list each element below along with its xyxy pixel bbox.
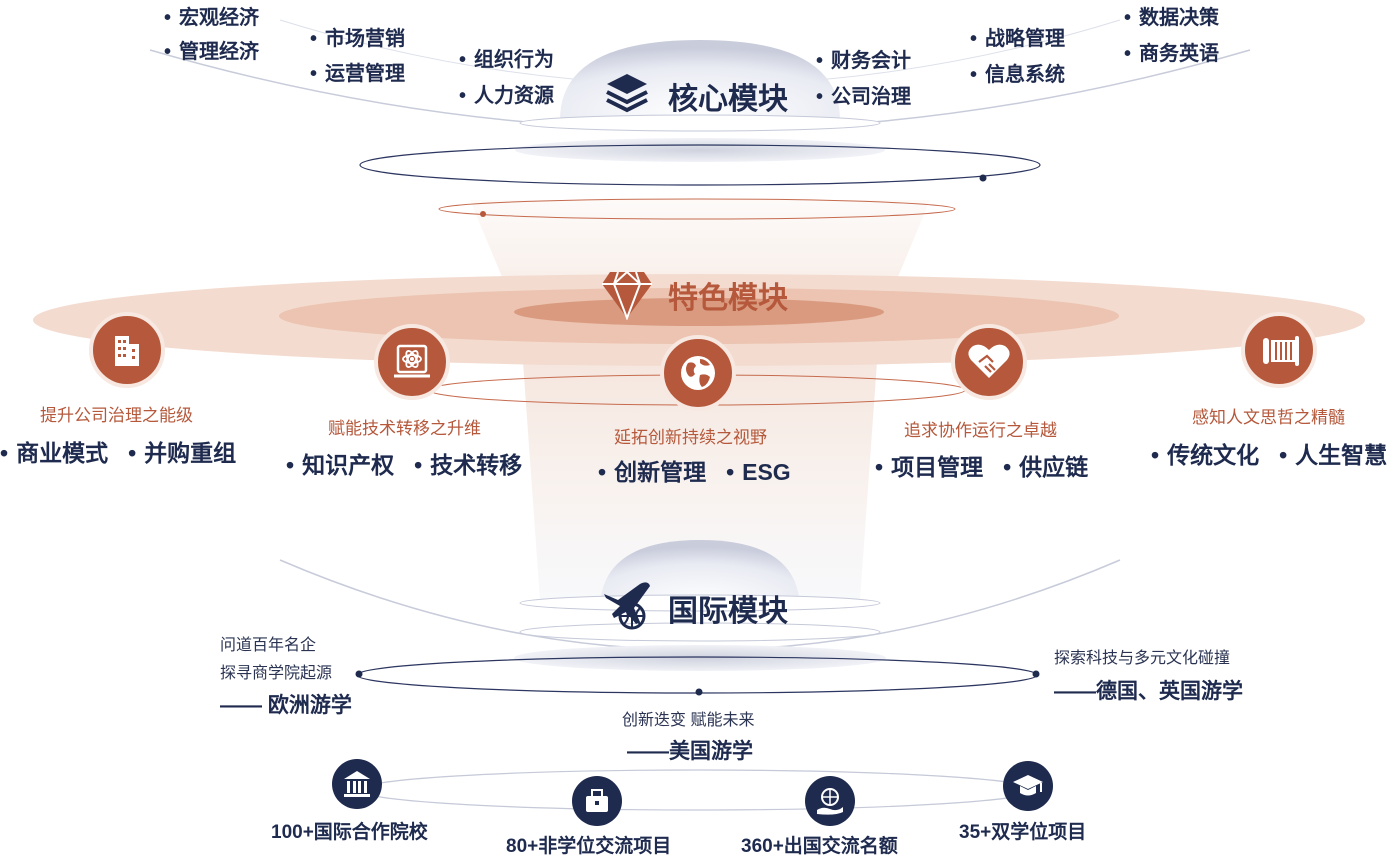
feature-item: 人生智慧: [1279, 442, 1387, 468]
feature-item: ESG: [726, 459, 791, 485]
feature-item: 并购重组: [128, 440, 236, 466]
hand-globe-icon: [805, 776, 855, 826]
plane-globe-icon: [600, 578, 656, 632]
feature-item: 供应链: [1003, 454, 1088, 480]
graduation-cap-icon: [1003, 761, 1053, 811]
europe-label: —— 欧洲游学: [220, 694, 352, 717]
gem-icon: [600, 268, 654, 321]
core-item: 运营管理: [310, 57, 405, 86]
stat-label: 100+国际合作院校: [271, 822, 428, 843]
feature-item: 传统文化: [1151, 442, 1259, 468]
feature-items: 项目管理供应链: [875, 448, 1088, 482]
feature-subtitle: 追求协作运行之卓越: [904, 421, 1057, 440]
usa-label: ——美国游学: [627, 740, 753, 763]
usa-desc: 创新迭变 赋能未来: [622, 712, 755, 729]
feature-item: 创新管理: [598, 459, 706, 485]
feature-subtitle: 感知人文思哲之精髓: [1192, 408, 1345, 427]
core-item: 管理经济: [164, 35, 259, 64]
de-uk-label: ——德国、英国游学: [1054, 680, 1243, 703]
core-item: 财务会计: [816, 44, 911, 73]
stat-label: 360+出国交流名额: [741, 836, 898, 857]
stat-label: 80+非学位交流项目: [506, 836, 672, 857]
building-icon: [89, 312, 165, 388]
core-item: 商务英语: [1124, 37, 1219, 66]
briefcase-icon: [572, 776, 622, 826]
core-item: 人力资源: [459, 79, 554, 108]
core-item: 市场营销: [310, 22, 405, 51]
europe-desc-1: 问道百年名企: [220, 637, 317, 654]
feature-items: 创新管理 ESG: [598, 453, 791, 487]
feature-item: 商业模式: [0, 440, 108, 466]
feature-items: 商业模式并购重组: [0, 434, 236, 468]
intl-module-title: 国际模块: [668, 595, 788, 628]
core-item: 战略管理: [970, 22, 1065, 51]
de-uk-desc: 探索科技与多元文化碰撞: [1054, 650, 1231, 667]
core-item: 宏观经济: [164, 1, 259, 30]
stat-label: 35+双学位项目: [959, 822, 1087, 843]
core-item: 信息系统: [970, 58, 1065, 87]
core-item: 数据决策: [1124, 1, 1219, 30]
feature-items: 知识产权技术转移: [286, 446, 522, 480]
core-module-title: 核心模块: [668, 83, 788, 116]
scroll-icon: [1241, 312, 1317, 388]
feature-item: 知识产权: [286, 452, 394, 478]
europe-desc-2: 探寻商学院起源: [220, 665, 333, 682]
handshake-heart-icon: [951, 324, 1027, 400]
feature-item: 项目管理: [875, 454, 983, 480]
atom-tech-icon: [374, 324, 450, 400]
feature-subtitle: 延拓创新持续之视野: [614, 428, 767, 447]
feature-items: 传统文化人生智慧: [1151, 436, 1387, 470]
feature-subtitle: 赋能技术转移之升维: [328, 419, 481, 438]
feature-module-title: 特色模块: [668, 282, 788, 315]
core-item: 公司治理: [816, 80, 911, 109]
feature-subtitle: 提升公司治理之能级: [40, 406, 193, 425]
globe-icon: [660, 335, 736, 411]
core-title-icon: [603, 70, 651, 116]
core-item: 组织行为: [459, 43, 554, 72]
institution-icon: [332, 759, 382, 809]
feature-item: 技术转移: [414, 452, 522, 478]
